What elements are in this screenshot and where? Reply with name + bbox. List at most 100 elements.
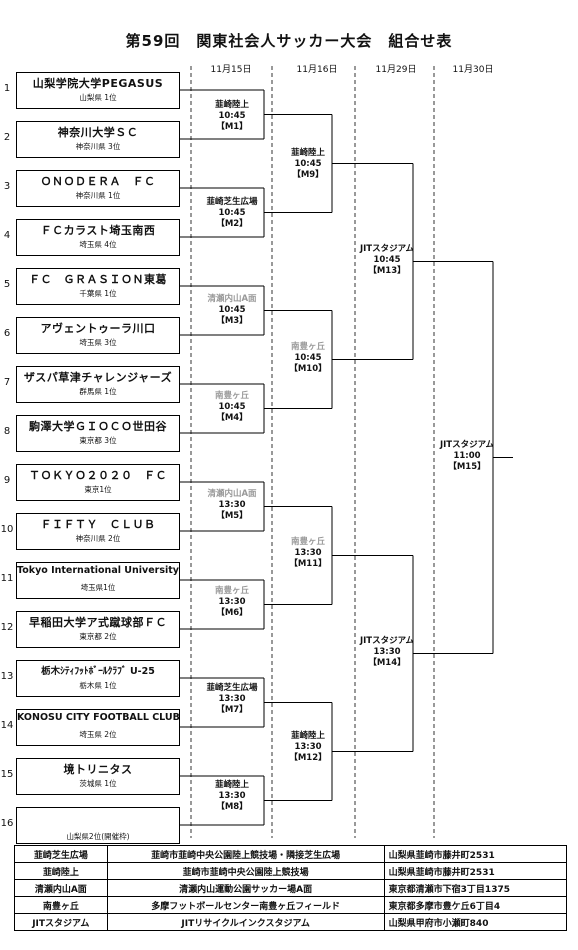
seed-number: 1 <box>3 83 11 94</box>
team-box: ＦＣカラスト埼玉南西埼玉県 4位 <box>16 219 180 256</box>
match-code: 【M4】 <box>216 413 248 423</box>
match-time: 11:00 <box>453 451 481 461</box>
venue-address: 山梨県韮崎市藤井町2531 <box>383 845 568 863</box>
venue-short: 韮崎陸上 <box>14 862 108 880</box>
team-name: 早稲田大学ア式蹴球部ＦＣ <box>29 616 167 629</box>
team-name: 境トリニタス <box>63 763 133 776</box>
team-prefecture: 東京都 3位 <box>79 436 117 445</box>
match-venue: 清瀬内山A面 <box>207 489 257 499</box>
venue-short: 韮崎芝生広場 <box>14 845 108 863</box>
team-prefecture: 栃木県 1位 <box>79 681 117 690</box>
team-name: ＦＣ ＧＲＡＳＩＯＮ東葛 <box>29 273 167 286</box>
seed-number: 7 <box>3 377 11 388</box>
match-code: 【M12】 <box>289 753 327 763</box>
match-time: 10:45 <box>373 255 401 265</box>
venue-address: 東京都清瀬市下宿3丁目1375 <box>383 879 568 897</box>
seed-number: 12 <box>0 622 14 633</box>
date-header-3: 11月29日 <box>375 65 417 75</box>
team-prefecture: 神奈川県 1位 <box>75 191 121 200</box>
team-prefecture: 埼玉県 3位 <box>79 338 117 347</box>
seed-number: 5 <box>3 279 11 290</box>
match-time: 13:30 <box>294 742 322 752</box>
match-code: 【M3】 <box>216 316 248 326</box>
match-time: 13:30 <box>218 791 246 801</box>
match-time: 10:45 <box>218 402 246 412</box>
team-box: 境トリニタス茨城県 1位 <box>16 758 180 795</box>
match-code: 【M9】 <box>292 170 324 180</box>
venue-short: 南豊ヶ丘 <box>14 896 108 914</box>
seed-number: 4 <box>3 230 11 241</box>
match-time: 10:45 <box>218 208 246 218</box>
venue-row: 韮崎陸上 韮崎市韮崎中央公園陸上競技場 山梨県韮崎市藤井町2531 <box>14 862 568 880</box>
venue-row: 韮崎芝生広場 韮崎市韮崎中央公園陸上競技場・隣接芝生広場 山梨県韮崎市藤井町25… <box>14 845 568 863</box>
team-box: ザスパ草津チャレンジャーズ群馬県 1位 <box>16 366 180 403</box>
venue-full: 韮崎市韮崎中央公園陸上競技場・隣接芝生広場 <box>106 845 385 863</box>
match-time: 13:30 <box>373 647 401 657</box>
match-time: 13:30 <box>218 694 246 704</box>
venue-address: 東京都多摩市豊ケ丘6丁目4 <box>383 896 568 914</box>
team-prefecture: 茨城県 1位 <box>79 779 117 788</box>
team-box: ＦＣ ＧＲＡＳＩＯＮ東葛千葉県 1位 <box>16 268 180 305</box>
match-code: 【M10】 <box>289 364 327 374</box>
match-code: 【M15】 <box>448 462 486 472</box>
match-code: 【M14】 <box>368 658 406 668</box>
team-prefecture: 山梨県2位(開催枠) <box>66 832 130 841</box>
seed-number: 6 <box>3 328 11 339</box>
match-time: 13:30 <box>294 548 322 558</box>
team-name: ＯＮＯＤＥＲＡ ＦＣ <box>40 175 156 188</box>
team-prefecture: 埼玉県 4位 <box>79 240 117 249</box>
team-name: ザスパ草津チャレンジャーズ <box>23 371 173 384</box>
match-time: 10:45 <box>218 305 246 315</box>
team-prefecture: 神奈川県 3位 <box>75 142 121 151</box>
team-name: 山梨学院大学PEGASUS <box>32 77 164 90</box>
venue-full: 多摩フットボールセンター南豊ヶ丘フィールド <box>106 896 385 914</box>
match-venue: 韮崎陸上 <box>290 731 325 741</box>
match-venue: JITスタジアム <box>439 440 495 450</box>
venue-row: 清瀬内山A面 清瀬内山運動公園サッカー場A面 東京都清瀬市下宿3丁目1375 <box>14 879 568 897</box>
team-name: 栃木ｼﾃｨﾌｯﾄﾎﾞｰﾙｸﾗﾌﾞ U-25 <box>41 666 155 677</box>
page-title: 第59回 関東社会人サッカー大会 組合せ表 <box>125 32 453 50</box>
match-venue: 南豊ヶ丘 <box>214 391 249 401</box>
team-prefecture: 埼玉県1位 <box>80 583 116 592</box>
match-venue: 韮崎陸上 <box>290 148 325 158</box>
match-venue: 南豊ヶ丘 <box>214 586 249 596</box>
team-prefecture: 群馬県 1位 <box>79 387 117 396</box>
match-venue: 韮崎陸上 <box>214 780 249 790</box>
team-name: 駒澤大学ＧＩＯＣＯ世田谷 <box>29 420 167 433</box>
team-prefecture: 東京1位 <box>84 485 112 494</box>
seed-number: 13 <box>0 671 14 682</box>
venue-address: 山梨県甲府市小瀬町840 <box>383 913 568 931</box>
match-venue: 韮崎芝生広場 <box>206 197 258 207</box>
team-name: 神奈川大学ＳＣ <box>57 126 139 139</box>
bracket-lines <box>180 66 513 838</box>
venue-row: 南豊ヶ丘 多摩フットボールセンター南豊ヶ丘フィールド 東京都多摩市豊ケ丘6丁目4 <box>14 896 568 914</box>
team-prefecture: 神奈川県 2位 <box>75 534 121 543</box>
match-code: 【M13】 <box>368 266 406 276</box>
seed-number: 14 <box>0 720 14 731</box>
venue-short: JITスタジアム <box>14 913 108 931</box>
team-name: ＦＩＦＴＹ ＣＬＵＢ <box>40 518 156 531</box>
seed-number: 3 <box>3 181 11 192</box>
date-header-4: 11月30日 <box>452 65 494 75</box>
match-code: 【M6】 <box>216 608 248 618</box>
match-venue: 韮崎芝生広場 <box>206 683 258 693</box>
venue-full: JITリサイクルインクスタジアム <box>106 913 385 931</box>
team-box: 山梨県2位(開催枠) <box>16 807 180 844</box>
